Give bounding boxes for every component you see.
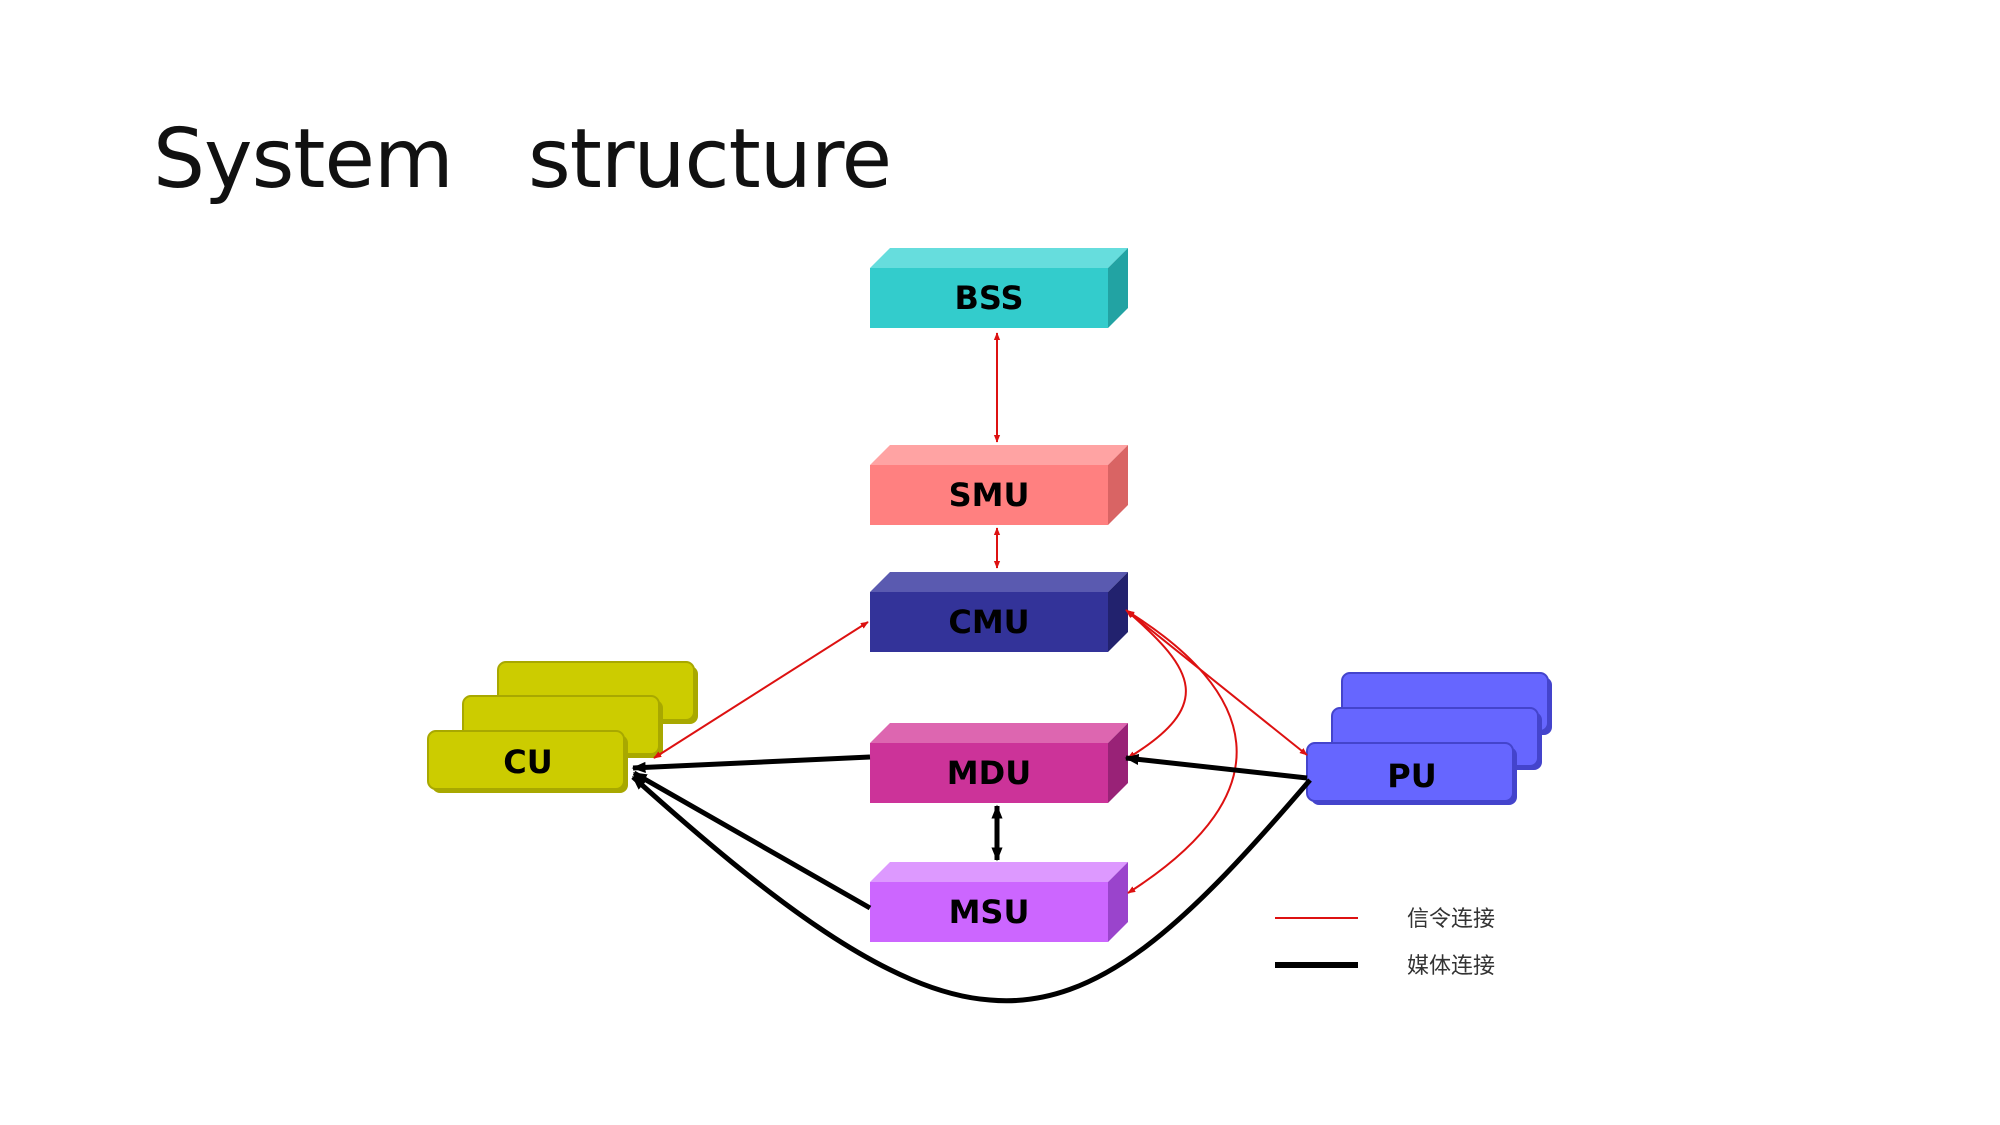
bss-label: BSS xyxy=(954,279,1023,317)
msu-node: MSU xyxy=(870,862,1128,942)
legend-signal-label: 信令连接 xyxy=(1407,907,1495,932)
cmu-mdu-signal-link xyxy=(1126,610,1187,759)
bss-node: BSS xyxy=(870,248,1128,328)
pu-label: PU xyxy=(1387,757,1436,795)
cu-cmu-signal-link xyxy=(653,621,869,759)
mdu-cu-media-link xyxy=(631,754,871,774)
pu-mdu-media-link xyxy=(1124,753,1308,781)
smu-node: SMU xyxy=(870,445,1128,525)
slide-title: System structure xyxy=(153,112,892,207)
cmu-msu-signal-link xyxy=(1126,610,1238,894)
legend: 信令连接 媒体连接 xyxy=(1275,907,1495,979)
mdu-node: MDU xyxy=(870,723,1128,803)
smu-label: SMU xyxy=(949,476,1030,514)
pu-node: PU xyxy=(1306,672,1552,805)
msu-label: MSU xyxy=(949,893,1030,931)
cu-label: CU xyxy=(503,743,552,781)
msu-cu-media-link xyxy=(632,770,872,911)
cmu-pu-signal-link xyxy=(1125,609,1308,756)
cmu-label: CMU xyxy=(948,603,1029,641)
legend-media-label: 媒体连接 xyxy=(1407,954,1495,979)
pu-cu-media-link xyxy=(631,775,1312,1004)
cu-node: CU xyxy=(427,661,698,793)
cmu-node: CMU xyxy=(870,572,1128,652)
mdu-label: MDU xyxy=(947,754,1031,792)
